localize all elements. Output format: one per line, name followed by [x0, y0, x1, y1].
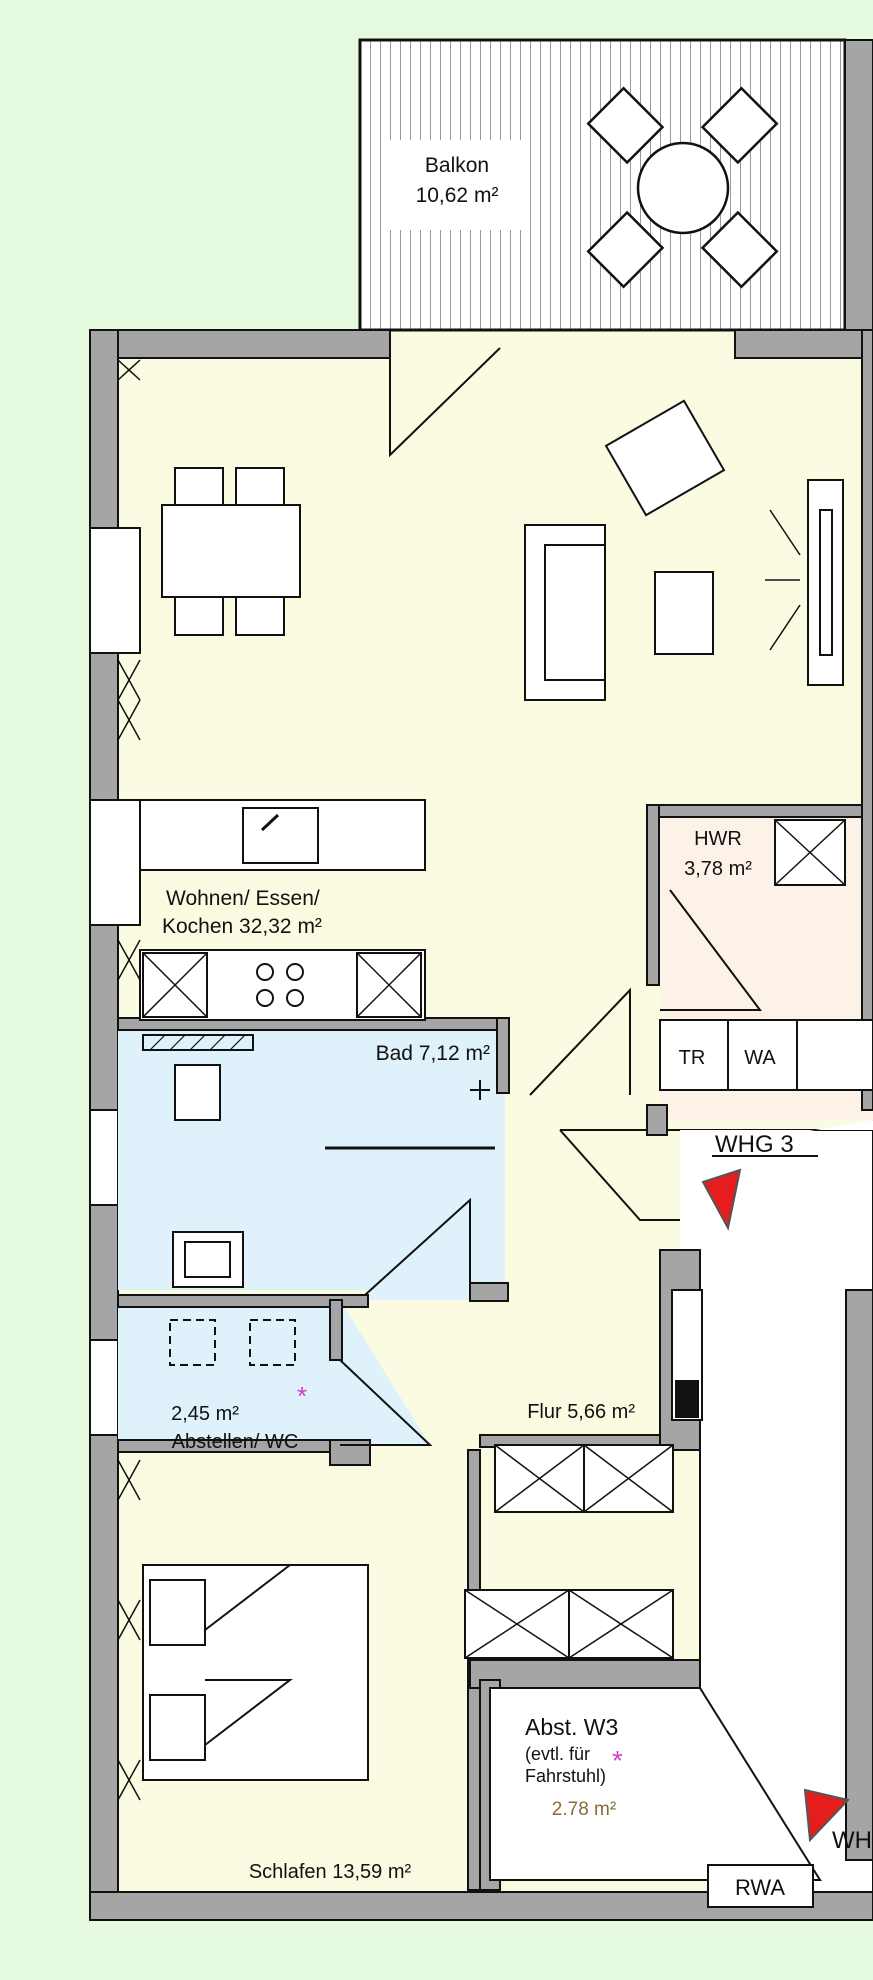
stove-burners [256, 963, 304, 1007]
wohnen-name-1: Wohnen/ Essen/ [166, 887, 320, 910]
kitchen-counter-x [142, 952, 422, 1018]
tv-lines [765, 509, 801, 651]
wc-area: 2,45 m² [171, 1403, 239, 1425]
flur-label: Flur 5,66 m² [527, 1401, 635, 1423]
whg3-label: WHG 3 [715, 1131, 794, 1158]
wc-fixtures [169, 1319, 296, 1366]
abst-w3-note-2: Fahrstuhl) [525, 1766, 606, 1786]
rwa-label: RWA [735, 1875, 785, 1900]
bath-fixtures [142, 1034, 254, 1288]
schlafen-label: Schlafen 13,59 m² [249, 1861, 412, 1883]
tr-label: TR [679, 1047, 706, 1069]
wa-label: WA [744, 1047, 776, 1069]
balcony-table [636, 141, 730, 235]
balcony-edge-wall [844, 39, 873, 331]
drain-cross [470, 1080, 490, 1100]
shaft-fill [675, 1380, 699, 1418]
balkon-name: Balkon [425, 154, 489, 177]
hwr-area: 3,78 m² [684, 858, 752, 880]
left-windows [89, 527, 141, 1436]
dining-set [161, 467, 301, 636]
hwr-name: HWR [694, 828, 742, 850]
abst-w3-area [489, 1687, 822, 1881]
living-furniture [524, 399, 844, 701]
wc-name: Abstellen/ WC [172, 1431, 299, 1453]
hall-wardrobes-x [464, 1444, 674, 1659]
stair-rail [845, 1289, 873, 1861]
balcony-chairs [586, 86, 779, 289]
hwr-cabinet-x [774, 819, 846, 886]
door-swings [339, 347, 822, 1881]
rwa-box [707, 1864, 814, 1908]
abst-w3-note-1: (evtl. für [525, 1744, 590, 1764]
sink-tap [260, 813, 280, 832]
abst-w3-asterisk: * [612, 1745, 623, 1776]
kitchen-counter [139, 949, 426, 1021]
bath-hatch [149, 1034, 246, 1051]
wohnen-name-2: Kochen 32,32 m² [162, 915, 322, 938]
entry-arrow-upper [701, 1168, 742, 1231]
abst-w3-area: 2.78 m² [552, 1799, 616, 1820]
abst-w3-name: Abst. W3 [525, 1714, 618, 1740]
corridor-entry [560, 1120, 873, 1250]
wc-asterisk: * [297, 1381, 307, 1411]
entry-arrow-lower [803, 1788, 850, 1843]
bad-label: Bad 7,12 m² [376, 1042, 490, 1065]
balkon-area: 10,62 m² [416, 184, 499, 207]
abstellen-wc-area [118, 1300, 430, 1445]
whg-partial-label: WH [832, 1827, 872, 1854]
interior-walls [117, 329, 873, 1891]
double-bed [142, 1564, 369, 1781]
kitchen-sink [242, 807, 319, 864]
balcony-label-bg [390, 140, 525, 230]
